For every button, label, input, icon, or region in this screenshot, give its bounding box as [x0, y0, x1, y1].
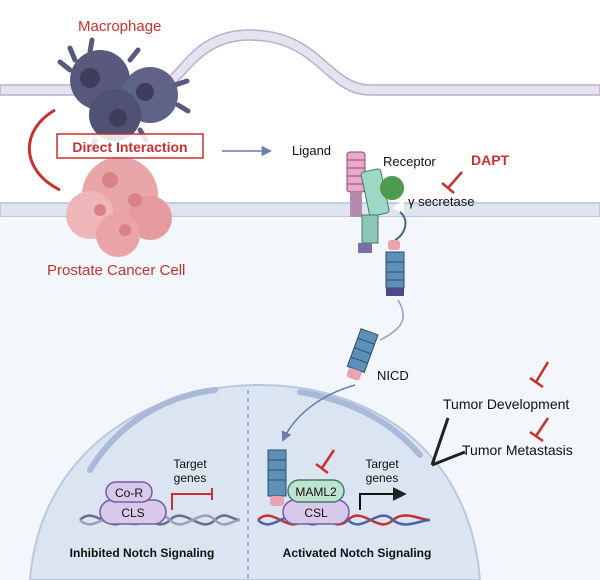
maml2-inhibitor-mark — [315, 449, 336, 474]
gamma-secretase-label: γ secretase — [408, 194, 474, 209]
co-r-label: Co-R — [115, 486, 143, 500]
dapt-label: DAPT — [471, 152, 510, 168]
tumor-arrow — [430, 417, 466, 467]
maml2-label: MAML2 — [295, 485, 337, 499]
nicd-arrow-1 — [379, 299, 404, 341]
direct-interaction-box — [56, 133, 204, 159]
cls-label: CLS — [121, 506, 144, 520]
cls-complex — [99, 481, 167, 525]
cleaved-tail — [394, 211, 407, 241]
interaction-bracket — [27, 108, 61, 192]
nicd-bound — [267, 449, 287, 506]
target-genes-inhibition-mark — [171, 488, 213, 510]
target-genes-left-line2: genes — [174, 471, 207, 485]
target-genes-right-line2: genes — [366, 471, 399, 485]
prostate-cancer-cells — [66, 157, 172, 257]
nicd-protein — [346, 328, 379, 381]
gamma-secretase — [380, 176, 405, 214]
receptor-protein — [358, 168, 390, 253]
macrophage-membrane — [0, 29, 600, 96]
target-genes-left-line1: Target — [173, 457, 207, 471]
tumor-metastasis-label: Tumor Metastasis — [462, 442, 573, 458]
ligand-label: Ligand — [292, 143, 331, 158]
csl-label: CSL — [304, 506, 328, 520]
macrophage-cells — [57, 37, 191, 153]
nicd-arrow-2 — [281, 384, 356, 442]
target-genes-activation-arrow — [359, 487, 407, 510]
ligand-protein — [346, 151, 366, 217]
prostate-cancer-cell-label: Prostate Cancer Cell — [47, 262, 185, 279]
receptor-label: Receptor — [383, 154, 436, 169]
nicd-fragment-membrane — [385, 240, 405, 296]
nucleus — [28, 383, 482, 580]
dapt-inhibitor-mark — [441, 171, 463, 194]
csl-complex — [282, 479, 350, 525]
tumor-development-label: Tumor Development — [443, 396, 569, 412]
target-genes-right-line1: Target — [365, 457, 399, 471]
nicd-label: NICD — [377, 368, 409, 383]
activated-notch-label: Activated Notch Signaling — [283, 546, 432, 560]
inhibited-notch-label: Inhibited Notch Signaling — [70, 546, 215, 560]
direct-interaction-label: Direct Interaction — [72, 139, 187, 155]
tumor-inhibitor-marks — [529, 361, 550, 443]
text-layer: Macrophage Direct Interaction Prostate C… — [47, 18, 573, 560]
macrophage-label: Macrophage — [78, 18, 161, 35]
